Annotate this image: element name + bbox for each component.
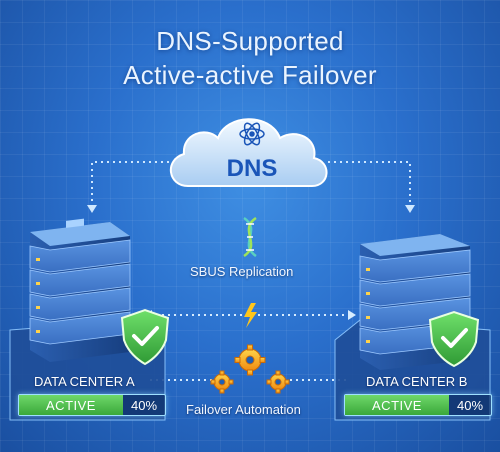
gears-icon	[210, 344, 290, 394]
dna-icon	[243, 216, 257, 258]
status-badge: ACTIVE	[19, 395, 123, 415]
data-center-b-status: ACTIVE 40%	[344, 394, 492, 416]
cloud-icon	[169, 118, 328, 187]
data-center-b-label: DATA CENTER B	[366, 374, 468, 389]
lightning-icon	[244, 303, 257, 328]
title-line-1: DNS-Supported	[156, 26, 344, 56]
atom-icon	[239, 122, 265, 146]
shield-check-icon	[428, 310, 480, 368]
title-line-2: Active-active Failover	[123, 60, 377, 90]
status-badge: ACTIVE	[345, 395, 449, 415]
automation-label: Failover Automation	[186, 402, 301, 417]
arrow-head-a	[87, 205, 97, 213]
arrow-head-b	[405, 205, 415, 213]
data-center-a-status: ACTIVE 40%	[18, 394, 166, 416]
server-rack-icon	[29, 218, 131, 362]
dns-label: DNS	[227, 155, 278, 182]
dns-to-b-connector	[328, 161, 411, 208]
dns-to-a-connector	[91, 161, 175, 208]
replication-label: SBUS Replication	[190, 264, 294, 279]
shield-check-icon	[120, 308, 170, 366]
arrow-head-right	[348, 310, 356, 320]
load-percentage: 40%	[130, 397, 158, 413]
load-percentage: 40%	[456, 397, 484, 413]
data-center-a-label: DATA CENTER A	[34, 374, 135, 389]
